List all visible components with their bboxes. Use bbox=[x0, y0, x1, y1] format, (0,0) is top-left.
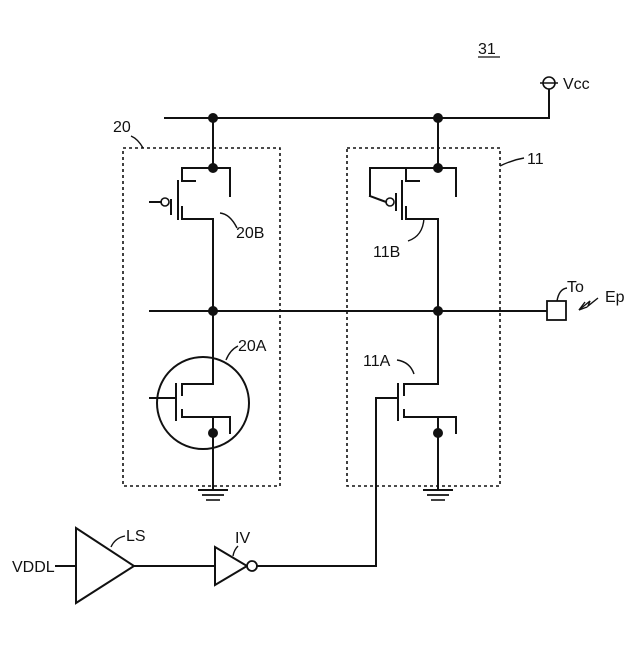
block-20-box bbox=[123, 148, 280, 486]
junction-dot bbox=[433, 428, 443, 438]
right-pmos-leader bbox=[408, 218, 424, 241]
right-pmos-label: 11B bbox=[373, 244, 400, 261]
junction-dot bbox=[433, 163, 443, 173]
left-pmos-transistor bbox=[150, 118, 230, 311]
block-11-box bbox=[347, 148, 500, 486]
left-nmos-leader bbox=[226, 346, 238, 360]
right-nmos-label: 11A bbox=[363, 353, 391, 370]
vcc-label: Vcc bbox=[563, 76, 590, 93]
pmos-gate-bubble bbox=[386, 198, 394, 206]
right-nmos-transistor bbox=[376, 311, 456, 566]
right-pmos-transistor bbox=[370, 118, 456, 311]
vcc-supply: Vcc bbox=[165, 76, 590, 118]
left-pmos-label: 20B bbox=[236, 225, 264, 242]
inverter-leader bbox=[233, 546, 238, 556]
block-20-label: 20 bbox=[113, 119, 131, 136]
terminal-label: To bbox=[567, 279, 584, 296]
junction-dot bbox=[208, 428, 218, 438]
figure-number: 31 bbox=[478, 41, 496, 58]
block-11-leader bbox=[500, 158, 524, 166]
pmos-gate-bubble bbox=[161, 198, 169, 206]
level-shifter-label: LS bbox=[126, 528, 146, 545]
ground-symbol bbox=[198, 485, 228, 500]
left-nmos-label: 20A bbox=[238, 338, 267, 355]
terminal-leader bbox=[557, 288, 567, 301]
right-nmos-leader bbox=[397, 360, 414, 374]
left-pmos-leader bbox=[220, 213, 237, 228]
level-shifter-leader bbox=[111, 536, 125, 547]
block-11-label: 11 bbox=[527, 151, 544, 168]
ground-symbol bbox=[423, 485, 453, 500]
inverter-bubble bbox=[247, 561, 257, 571]
left-nmos-transistor bbox=[150, 311, 249, 485]
junction-dot bbox=[208, 163, 218, 173]
inverter-label: IV bbox=[235, 530, 250, 547]
disturbance-label: Ep bbox=[605, 289, 625, 306]
output-terminal bbox=[547, 301, 566, 320]
block-20-leader bbox=[131, 136, 143, 148]
inverter-triangle bbox=[215, 547, 247, 585]
input-label: VDDL bbox=[12, 559, 55, 576]
